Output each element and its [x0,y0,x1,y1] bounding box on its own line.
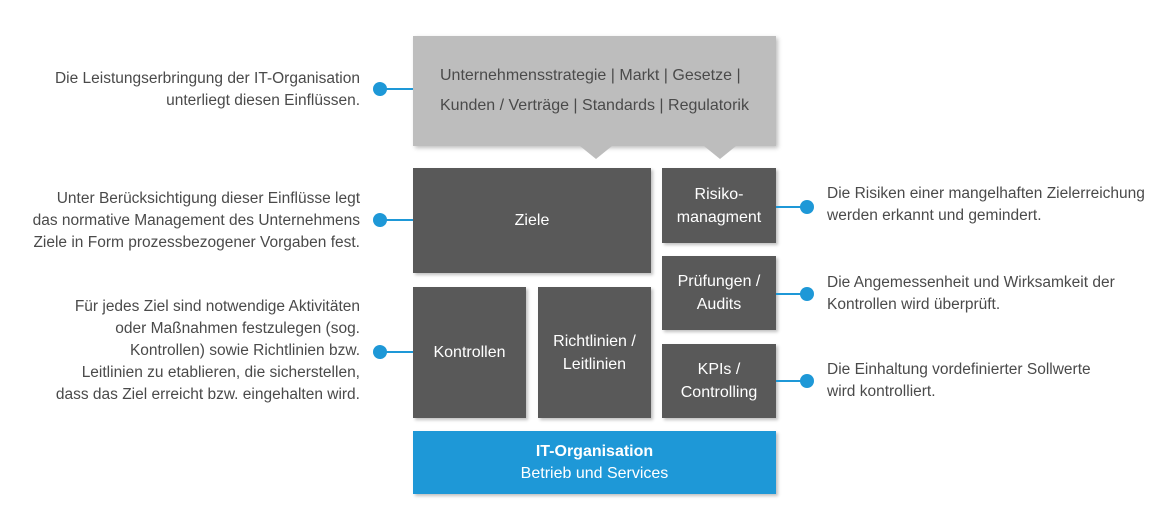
connector-line-audit [776,293,806,295]
note-controls: Für jedes Ziel sind notwendige Aktivität… [55,298,360,403]
note-influences: Die Leistungserbringung der IT-Organisat… [54,70,360,109]
kpis-label: KPIs / Controlling [680,361,758,401]
influences-line-1: Unternehmensstrategie | Markt | Gesetze … [440,67,741,84]
connector-dot-audit [800,287,814,301]
note-goals: Unter Berücksichtigung dieser Einflüsse … [32,190,360,251]
risikomanagement-box: Risiko- managment [662,168,776,243]
it-organisation-box: IT-Organisation Betrieb und Services [413,431,776,494]
connector-line-risk [776,206,806,208]
richtlinien-label: Richtlinien / Leitlinien [553,332,636,373]
influences-box: Unternehmensstrategie | Markt | Gesetze … [413,36,776,146]
note-risk: Die Risiken einer mangelhaften Zielerrei… [827,185,1145,224]
ziele-box: Ziele [413,168,651,273]
kontrollen-box: Kontrollen [413,287,526,418]
connector-dot-kpi [800,374,814,388]
richtlinien-box: Richtlinien / Leitlinien [538,287,651,418]
influences-line-2: Kunden / Verträge | Standards | Regulato… [440,97,749,114]
connector-dot-risk [800,200,814,214]
connector-line-kpi [776,380,806,382]
note-kpi: Die Einhaltung vordefinierter Sollwerte … [827,361,1091,400]
connector-line-influences [380,88,413,90]
risikomanagement-label: Risiko- managment [676,185,762,226]
connector-line-goals [380,219,413,221]
kpis-box: KPIs / Controlling [662,344,776,418]
it-organisation-subtitle: Betrieb und Services [520,464,669,482]
influences-arrow-left [580,146,612,159]
kontrollen-label: Kontrollen [433,344,506,361]
it-organisation-title: IT-Organisation [535,442,654,460]
note-audit: Die Angemessenheit und Wirksamkeit der K… [827,274,1115,313]
connector-line-controls [380,351,413,353]
pruefungen-label: Prüfungen / Audits [677,273,761,313]
ziele-label: Ziele [514,212,550,229]
pruefungen-box: Prüfungen / Audits [662,256,776,330]
influences-arrow-right [704,146,736,159]
